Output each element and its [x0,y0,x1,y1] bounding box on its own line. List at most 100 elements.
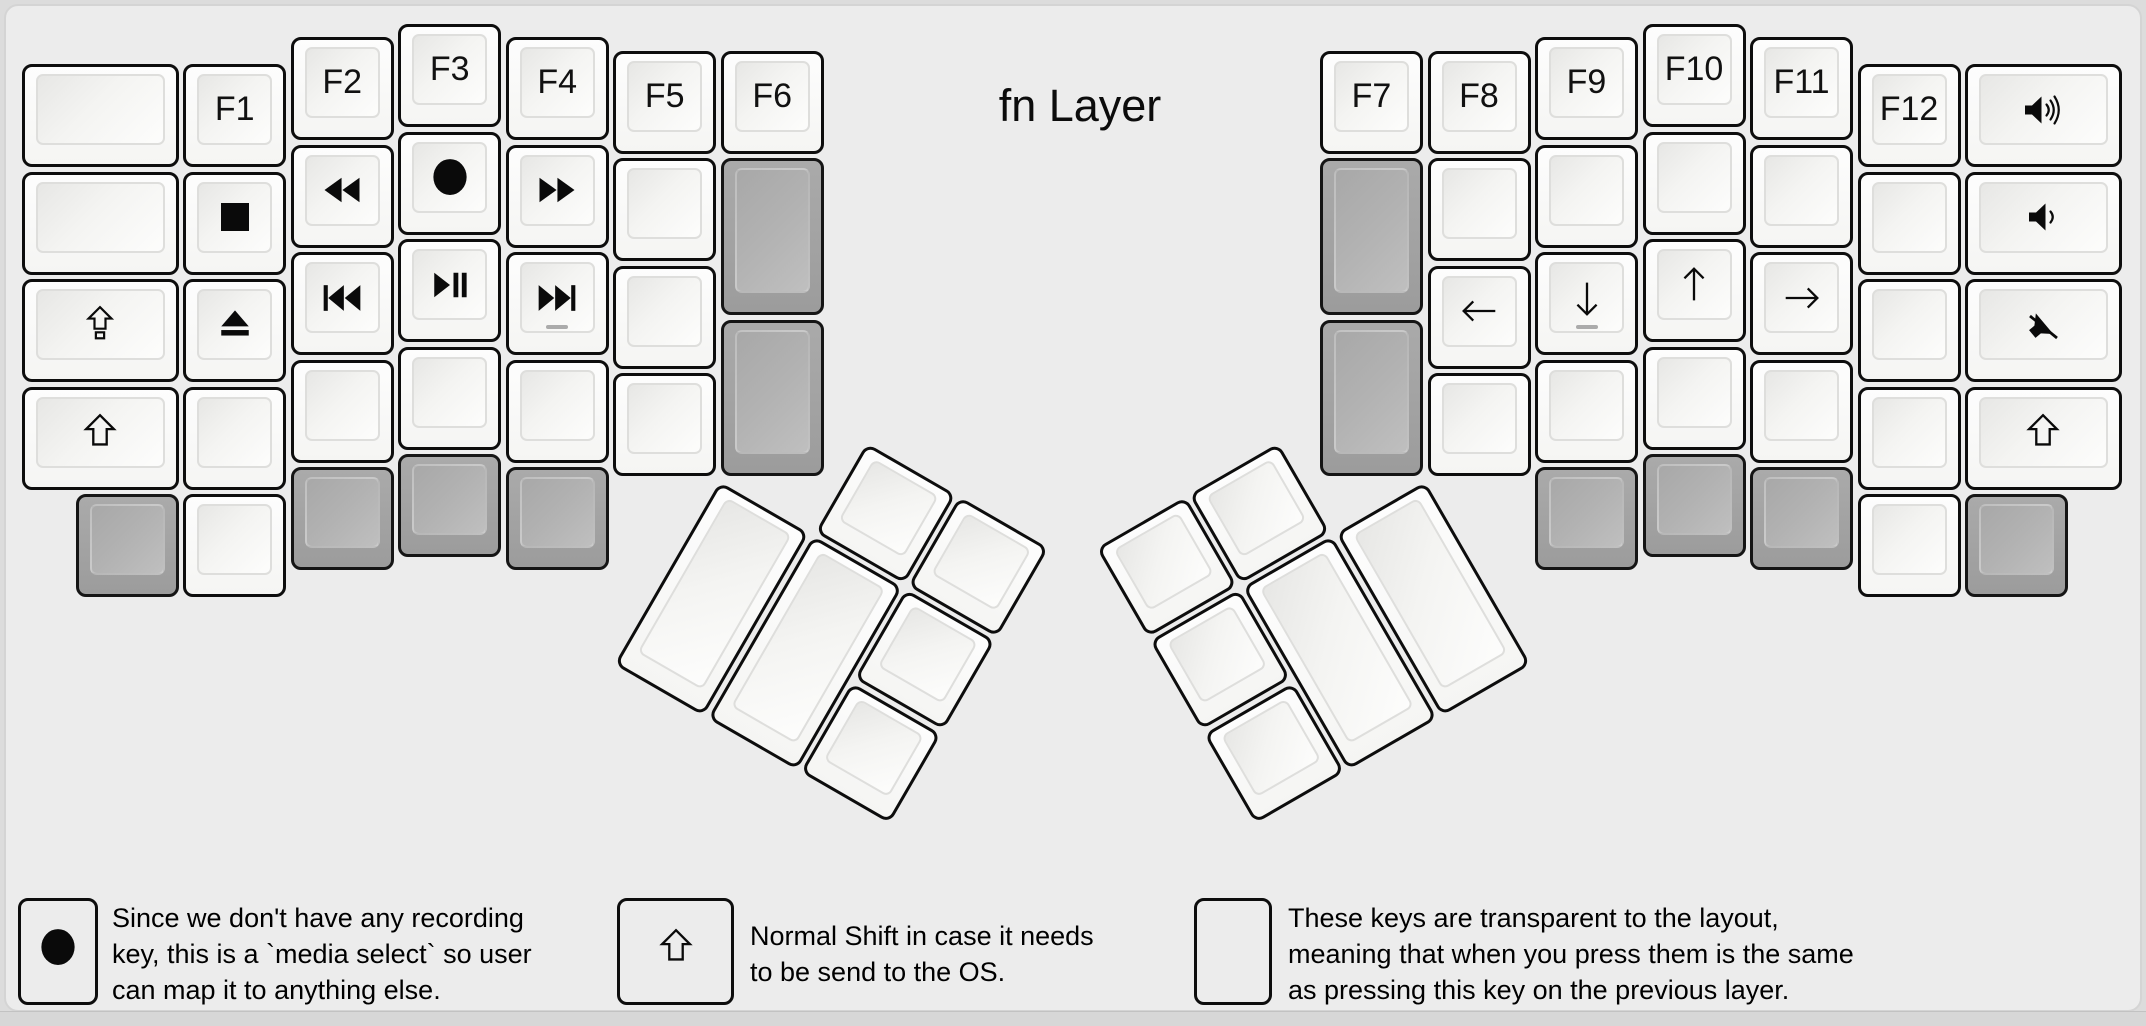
key-transparent[interactable] [1965,494,2068,598]
key-transparent[interactable] [75,494,179,598]
key-transparent[interactable] [720,319,824,477]
keycap [1549,154,1624,226]
key-blank[interactable] [1750,144,1853,248]
key-transparent[interactable] [1750,467,1853,571]
key-volume-up[interactable] [1965,64,2122,168]
key-f4[interactable]: F4 [505,37,609,141]
key-blank[interactable] [1857,494,1961,598]
key-transparent[interactable] [720,158,824,316]
keycap [931,511,1032,611]
key-transparent[interactable] [1320,158,1423,316]
key-blank[interactable] [613,373,717,477]
left-icon [1462,300,1496,322]
key-f1[interactable]: F1 [183,64,287,168]
legend-line: These keys are transparent to the layout… [1288,903,1779,933]
key-f9[interactable]: F9 [1535,37,1638,141]
keycap [1979,396,2108,468]
key-blank[interactable] [1642,131,1746,235]
key-play-pause[interactable] [398,239,502,342]
keycap [1205,458,1306,558]
key-stop[interactable] [183,171,287,275]
keycap [1656,249,1732,320]
keycap: F7 [1334,60,1409,132]
record-icon [433,159,467,195]
key-f8[interactable]: F8 [1427,50,1531,154]
keycap [1871,289,1947,361]
keycap [412,249,488,320]
key-f3[interactable]: F3 [398,24,502,127]
key-blank[interactable] [505,359,609,463]
key-f6[interactable]: F6 [720,50,824,154]
key-f12[interactable]: F12 [1857,64,1961,168]
key-blank[interactable] [1535,359,1638,463]
key-label: F5 [644,76,685,115]
keycap [1979,74,2108,146]
keycap [304,262,380,334]
keycap [519,154,595,226]
voldown-icon [2029,203,2055,231]
key-arrow-left[interactable] [1427,265,1531,369]
key-mute[interactable] [1965,279,2122,383]
legend-line: as pressing this key on the previous lay… [1288,975,1790,1005]
key-f5[interactable]: F5 [613,50,717,154]
key-blank[interactable] [1750,359,1853,463]
key-blank[interactable] [1427,373,1531,477]
key-volume-down[interactable] [1965,171,2122,275]
key-blank[interactable] [1642,346,1746,450]
key-fast-forward[interactable] [505,144,609,248]
homing-bar [546,325,569,330]
key-blank[interactable] [1857,386,1961,490]
legend-line: can map it to anything else. [112,975,441,1005]
rewind-icon [324,178,360,203]
key-record[interactable] [398,131,502,235]
key-prev-track[interactable] [290,252,394,356]
key-caps-shift[interactable] [22,279,179,383]
key-blank[interactable] [22,64,179,168]
key-blank[interactable] [290,359,394,463]
keycap [734,168,810,294]
key-shift-left[interactable] [22,386,179,490]
keycap [304,154,380,226]
legend-key-transparent [1194,898,1272,1005]
key-transparent[interactable] [290,467,394,571]
key-blank[interactable] [1427,158,1531,262]
mute-icon [2029,313,2059,339]
key-transparent[interactable] [1642,454,1746,557]
keycap [412,464,488,535]
keycap [1764,262,1839,334]
key-f7[interactable]: F7 [1320,50,1423,154]
key-label: F4 [537,63,578,102]
key-f10[interactable]: F10 [1642,24,1746,127]
keycap [1979,181,2108,253]
key-transparent[interactable] [1320,319,1423,477]
key-arrow-up[interactable] [1642,239,1746,342]
down-icon [1576,282,1597,316]
key-blank[interactable] [183,494,287,598]
key-blank[interactable] [613,265,717,369]
keycap [197,396,273,468]
playpause-icon [434,272,467,297]
key-transparent[interactable] [1535,467,1638,571]
key-next-track[interactable] [505,252,609,356]
key-transparent[interactable] [398,454,502,557]
key-transparent[interactable] [505,467,609,571]
keycap [1549,369,1624,441]
key-eject[interactable] [183,279,287,383]
key-blank[interactable] [1535,144,1638,248]
keycap [1334,329,1409,455]
key-f2[interactable]: F2 [290,37,394,141]
key-blank[interactable] [398,346,502,450]
key-shift-right[interactable] [1965,386,2122,490]
key-f11[interactable]: F11 [1750,37,1853,141]
key-rewind[interactable] [290,144,394,248]
key-blank[interactable] [183,386,287,490]
key-arrow-right[interactable] [1750,252,1853,356]
key-blank[interactable] [613,158,717,262]
keycap [1979,289,2108,361]
keycap [1979,504,2054,576]
key-blank[interactable] [1857,171,1961,275]
key-arrow-down[interactable] [1535,252,1638,356]
key-blank[interactable] [1857,279,1961,383]
key-blank[interactable] [22,171,179,275]
